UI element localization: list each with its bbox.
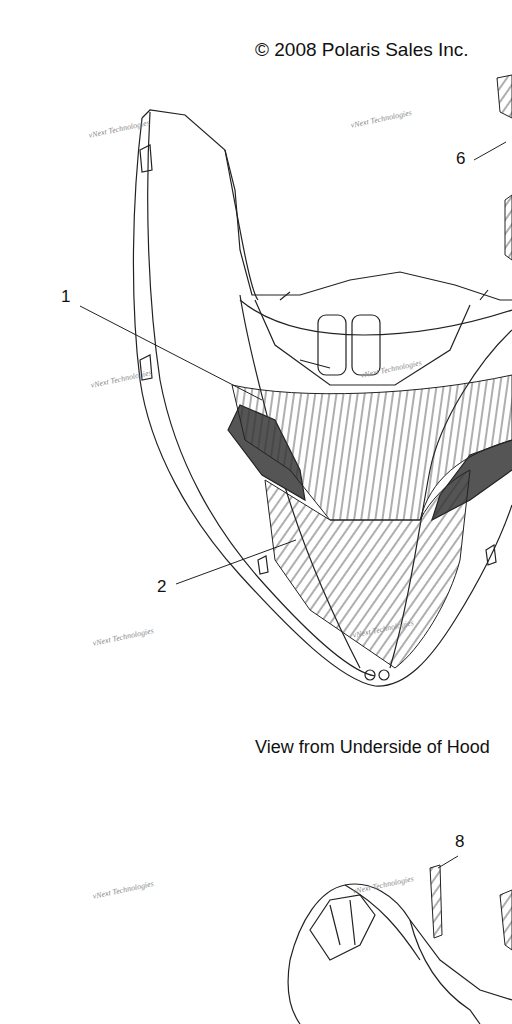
watermark: vNext Technologies	[92, 627, 155, 649]
callout-number: 2	[157, 578, 166, 597]
view-caption: View from Underside of Hood	[255, 738, 490, 758]
copyright-note: © 2008 Polaris Sales Inc.	[255, 40, 469, 61]
watermark: vNext Technologies	[350, 109, 413, 131]
callout-number: 8	[455, 833, 464, 852]
callout-number: 6	[456, 150, 465, 169]
watermark: vNext Technologies	[360, 359, 423, 381]
watermark: vNext Technologies	[92, 880, 155, 902]
watermark: vNext Technologies	[352, 875, 415, 897]
callout-number: 1	[61, 288, 70, 307]
